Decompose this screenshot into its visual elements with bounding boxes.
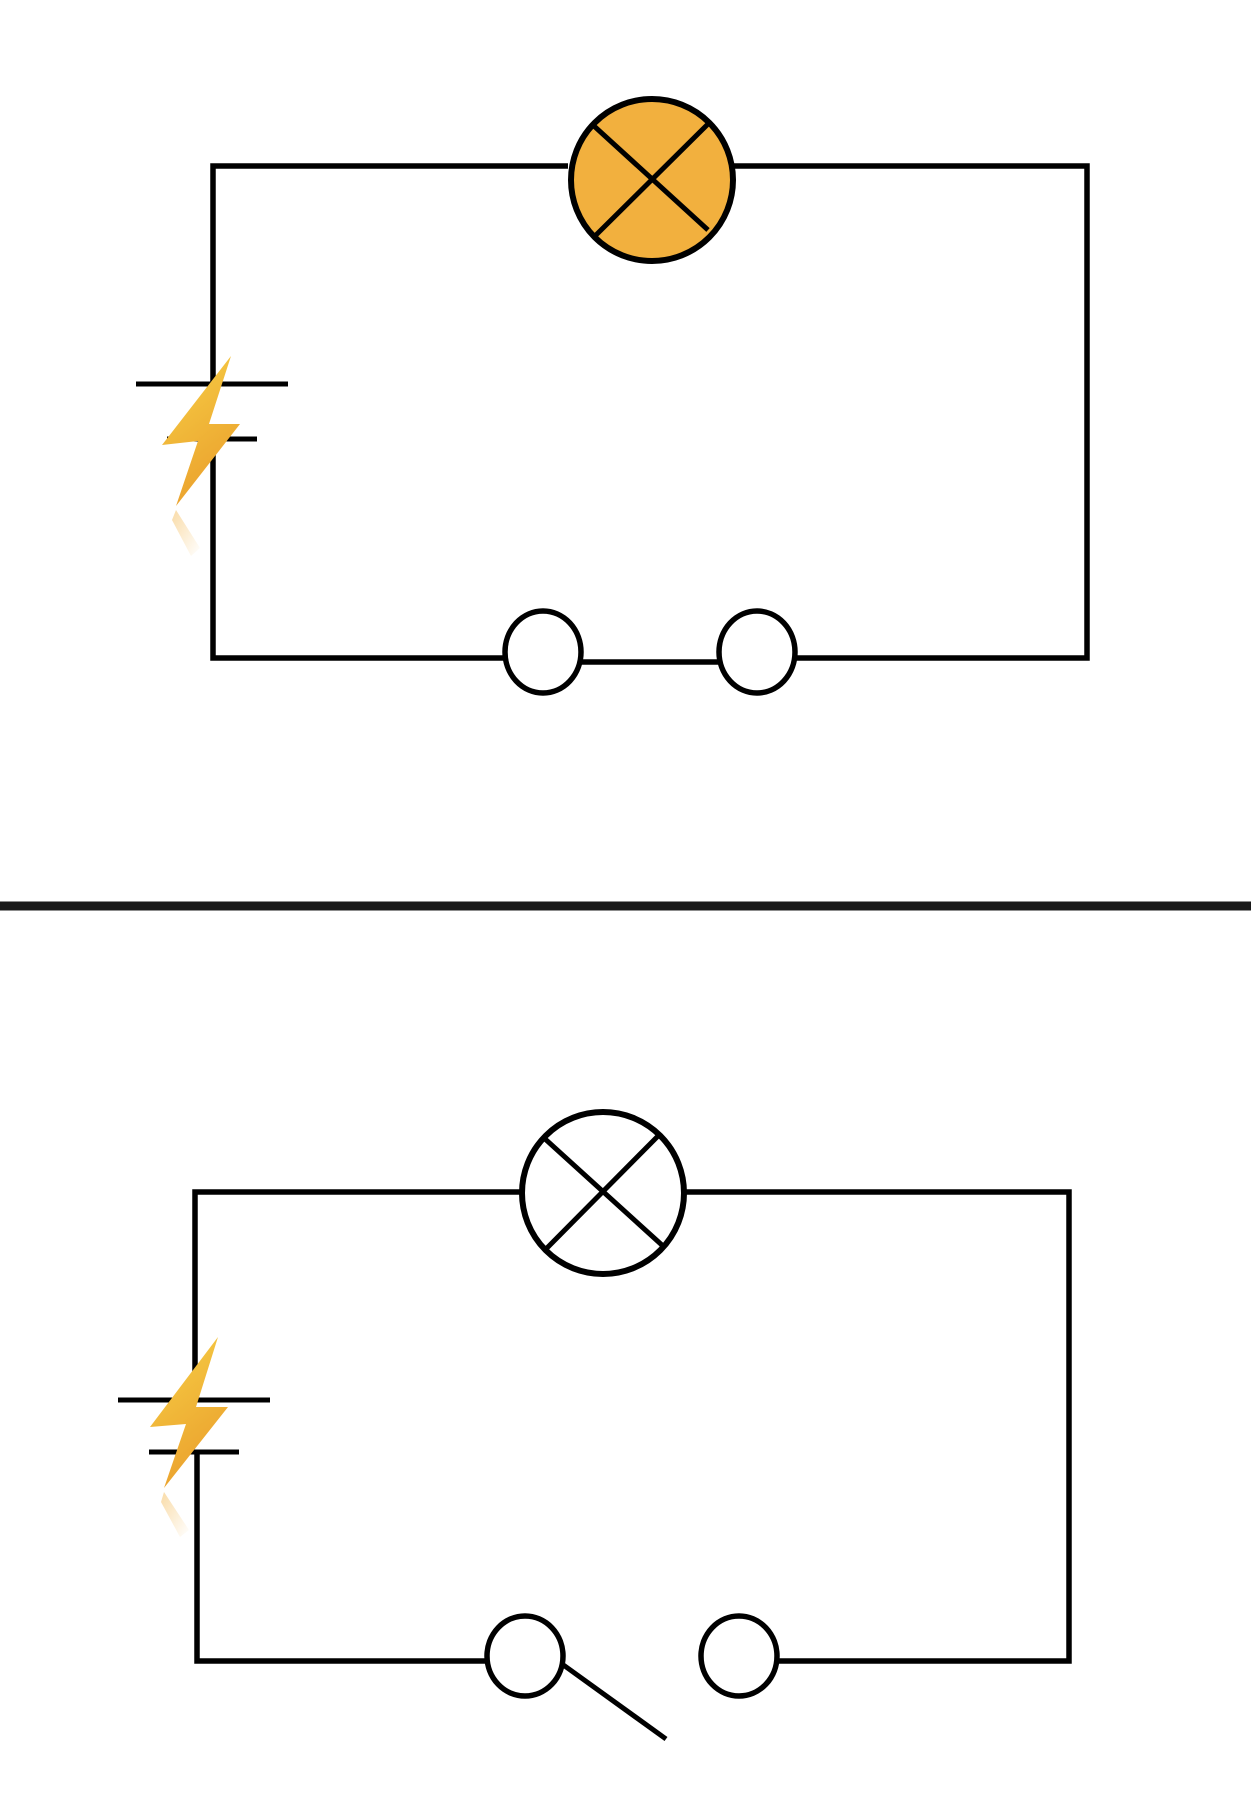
lamp-icon [568,96,736,264]
switch-icon [484,1613,780,1742]
switch-terminal-right [716,608,798,696]
circuit-wires [192,1189,1072,1664]
lightning-bolt-icon [150,1337,228,1537]
open-circuit-panel [118,1109,1072,1742]
closed-circuit-panel [136,96,1090,696]
switch-lever [560,1661,668,1742]
lightning-bolt-icon [162,356,240,556]
switch-terminal-left [502,608,584,696]
switch-icon [502,608,798,696]
switch-terminal-left [484,1613,566,1699]
circuit-wires [210,163,1090,665]
lamp-icon [519,1109,687,1277]
switch-terminal-right [698,1613,780,1699]
